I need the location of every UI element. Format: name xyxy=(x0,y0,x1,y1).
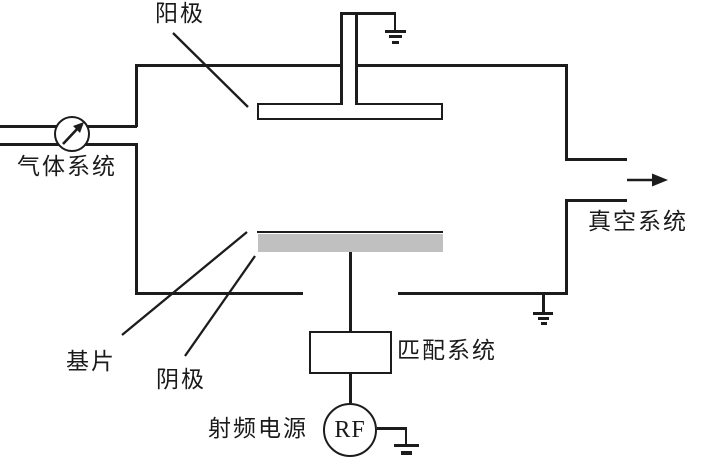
substrate-leader-line xyxy=(121,231,248,336)
chamber-bottom-wall-left xyxy=(135,292,303,295)
anode-stem-right xyxy=(355,12,358,105)
ground-icon xyxy=(393,12,396,30)
ground-icon xyxy=(401,451,412,455)
pressure-gauge-icon xyxy=(54,116,90,152)
matching-system-label: 匹配系统 xyxy=(397,338,497,363)
chamber-left-wall-lower xyxy=(135,143,138,294)
anode-stem-junction xyxy=(342,103,355,106)
anode-label: 阳极 xyxy=(155,1,205,26)
chamber-right-wall-lower xyxy=(565,199,568,294)
ground-icon xyxy=(533,311,553,315)
ground-icon xyxy=(385,29,406,33)
ground-icon xyxy=(394,444,419,447)
anode-stem-left xyxy=(340,12,343,105)
substrate-label: 基片 xyxy=(66,349,116,374)
rf-source-circle xyxy=(323,403,377,457)
cathode-label: 阴极 xyxy=(156,367,206,392)
chamber-left-wall-upper xyxy=(135,64,138,127)
chamber-top-wall-right xyxy=(357,64,567,67)
chamber-right-wall-upper xyxy=(565,64,568,160)
rf-source-text: RF xyxy=(334,416,366,443)
ground-icon xyxy=(392,40,399,44)
ground-icon xyxy=(389,35,402,38)
chamber-top-wall-left xyxy=(135,64,342,67)
anode-stem-cap xyxy=(340,12,396,15)
vacuum-system-label: 真空系统 xyxy=(588,209,688,234)
cathode-stem-lower xyxy=(349,374,352,403)
ground-icon xyxy=(542,292,545,312)
chamber-bottom-wall-right xyxy=(398,292,568,295)
vacuum-port-top xyxy=(565,158,627,161)
cathode-stem-upper xyxy=(349,252,352,331)
anode-leader-line xyxy=(172,32,249,108)
substrate-plate xyxy=(257,230,443,233)
matching-system-box xyxy=(309,331,392,374)
vacuum-port-bottom xyxy=(565,199,627,202)
rf-ground-lead xyxy=(377,427,406,430)
gas-system-label: 气体系统 xyxy=(17,154,117,179)
right-arrow-head xyxy=(652,173,668,187)
rf-power-supply-label: 射频电源 xyxy=(208,416,308,441)
cathode-leader-line xyxy=(184,255,256,357)
cathode-plate xyxy=(258,234,443,252)
ground-icon xyxy=(540,322,547,325)
ground-icon xyxy=(538,317,549,320)
ground-icon xyxy=(404,427,407,444)
